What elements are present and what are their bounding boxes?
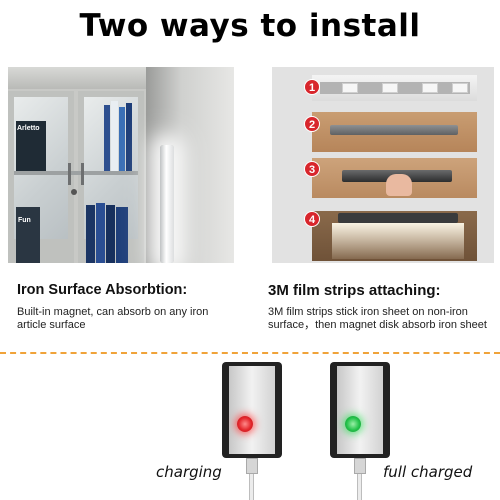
right-method-heading: 3M film strips attaching: bbox=[268, 282, 441, 299]
charging-label: charging bbox=[156, 463, 222, 481]
book bbox=[119, 107, 125, 171]
page-title: Two ways to install bbox=[79, 8, 421, 44]
light-glow bbox=[332, 223, 464, 259]
full-charged-label: full charged bbox=[383, 463, 473, 481]
book bbox=[16, 121, 46, 171]
step-number-2: 2 bbox=[304, 116, 320, 132]
charged-unit bbox=[330, 362, 390, 458]
book bbox=[104, 105, 110, 171]
step-number-1: 1 bbox=[304, 79, 320, 95]
shelf bbox=[14, 171, 138, 175]
hand bbox=[386, 174, 412, 196]
cabinet-top bbox=[8, 67, 146, 89]
book bbox=[126, 103, 132, 171]
green-indicator-icon bbox=[345, 416, 361, 432]
usb-plug-icon bbox=[246, 458, 258, 474]
iron-sheet bbox=[330, 125, 458, 135]
charging-unit bbox=[222, 362, 282, 458]
book bbox=[16, 207, 40, 263]
door-handle bbox=[68, 163, 71, 185]
install-steps-photo: 1 2 3 4 bbox=[272, 67, 494, 263]
book-label: Arletto bbox=[17, 125, 40, 132]
lock-icon bbox=[71, 189, 77, 195]
red-indicator-icon bbox=[237, 416, 253, 432]
book bbox=[106, 205, 115, 263]
book bbox=[111, 101, 118, 171]
right-method-description: 3M film strips stick iron sheet on non-i… bbox=[268, 306, 487, 331]
book-label: Fun bbox=[18, 217, 31, 224]
left-method-description: Built-in magnet, can absorb on any iron … bbox=[17, 306, 209, 331]
step-2-panel bbox=[312, 112, 477, 152]
step-number-3: 3 bbox=[304, 161, 320, 177]
usb-cable bbox=[249, 474, 254, 500]
tape-piece bbox=[342, 83, 358, 93]
usb-plug-icon bbox=[354, 458, 366, 474]
usb-cable bbox=[357, 474, 362, 500]
light-bar-lit bbox=[338, 213, 458, 223]
dashed-divider bbox=[0, 352, 500, 354]
step-4-panel bbox=[312, 211, 477, 261]
tape-piece bbox=[382, 83, 398, 93]
book bbox=[116, 207, 128, 263]
book bbox=[96, 203, 105, 263]
cabinet-photo: Arletto Fun bbox=[8, 67, 234, 263]
tape-piece bbox=[422, 83, 438, 93]
step-3-panel bbox=[312, 158, 477, 198]
unit-face bbox=[337, 366, 383, 454]
step-number-4: 4 bbox=[304, 211, 320, 227]
unit-face bbox=[229, 366, 275, 454]
book bbox=[86, 205, 95, 263]
step-1-panel bbox=[312, 75, 477, 101]
tape-piece bbox=[452, 83, 468, 93]
door-handle bbox=[81, 163, 84, 185]
led-light-bar bbox=[160, 145, 174, 263]
left-method-heading: Iron Surface Absorbtion: bbox=[17, 282, 188, 298]
